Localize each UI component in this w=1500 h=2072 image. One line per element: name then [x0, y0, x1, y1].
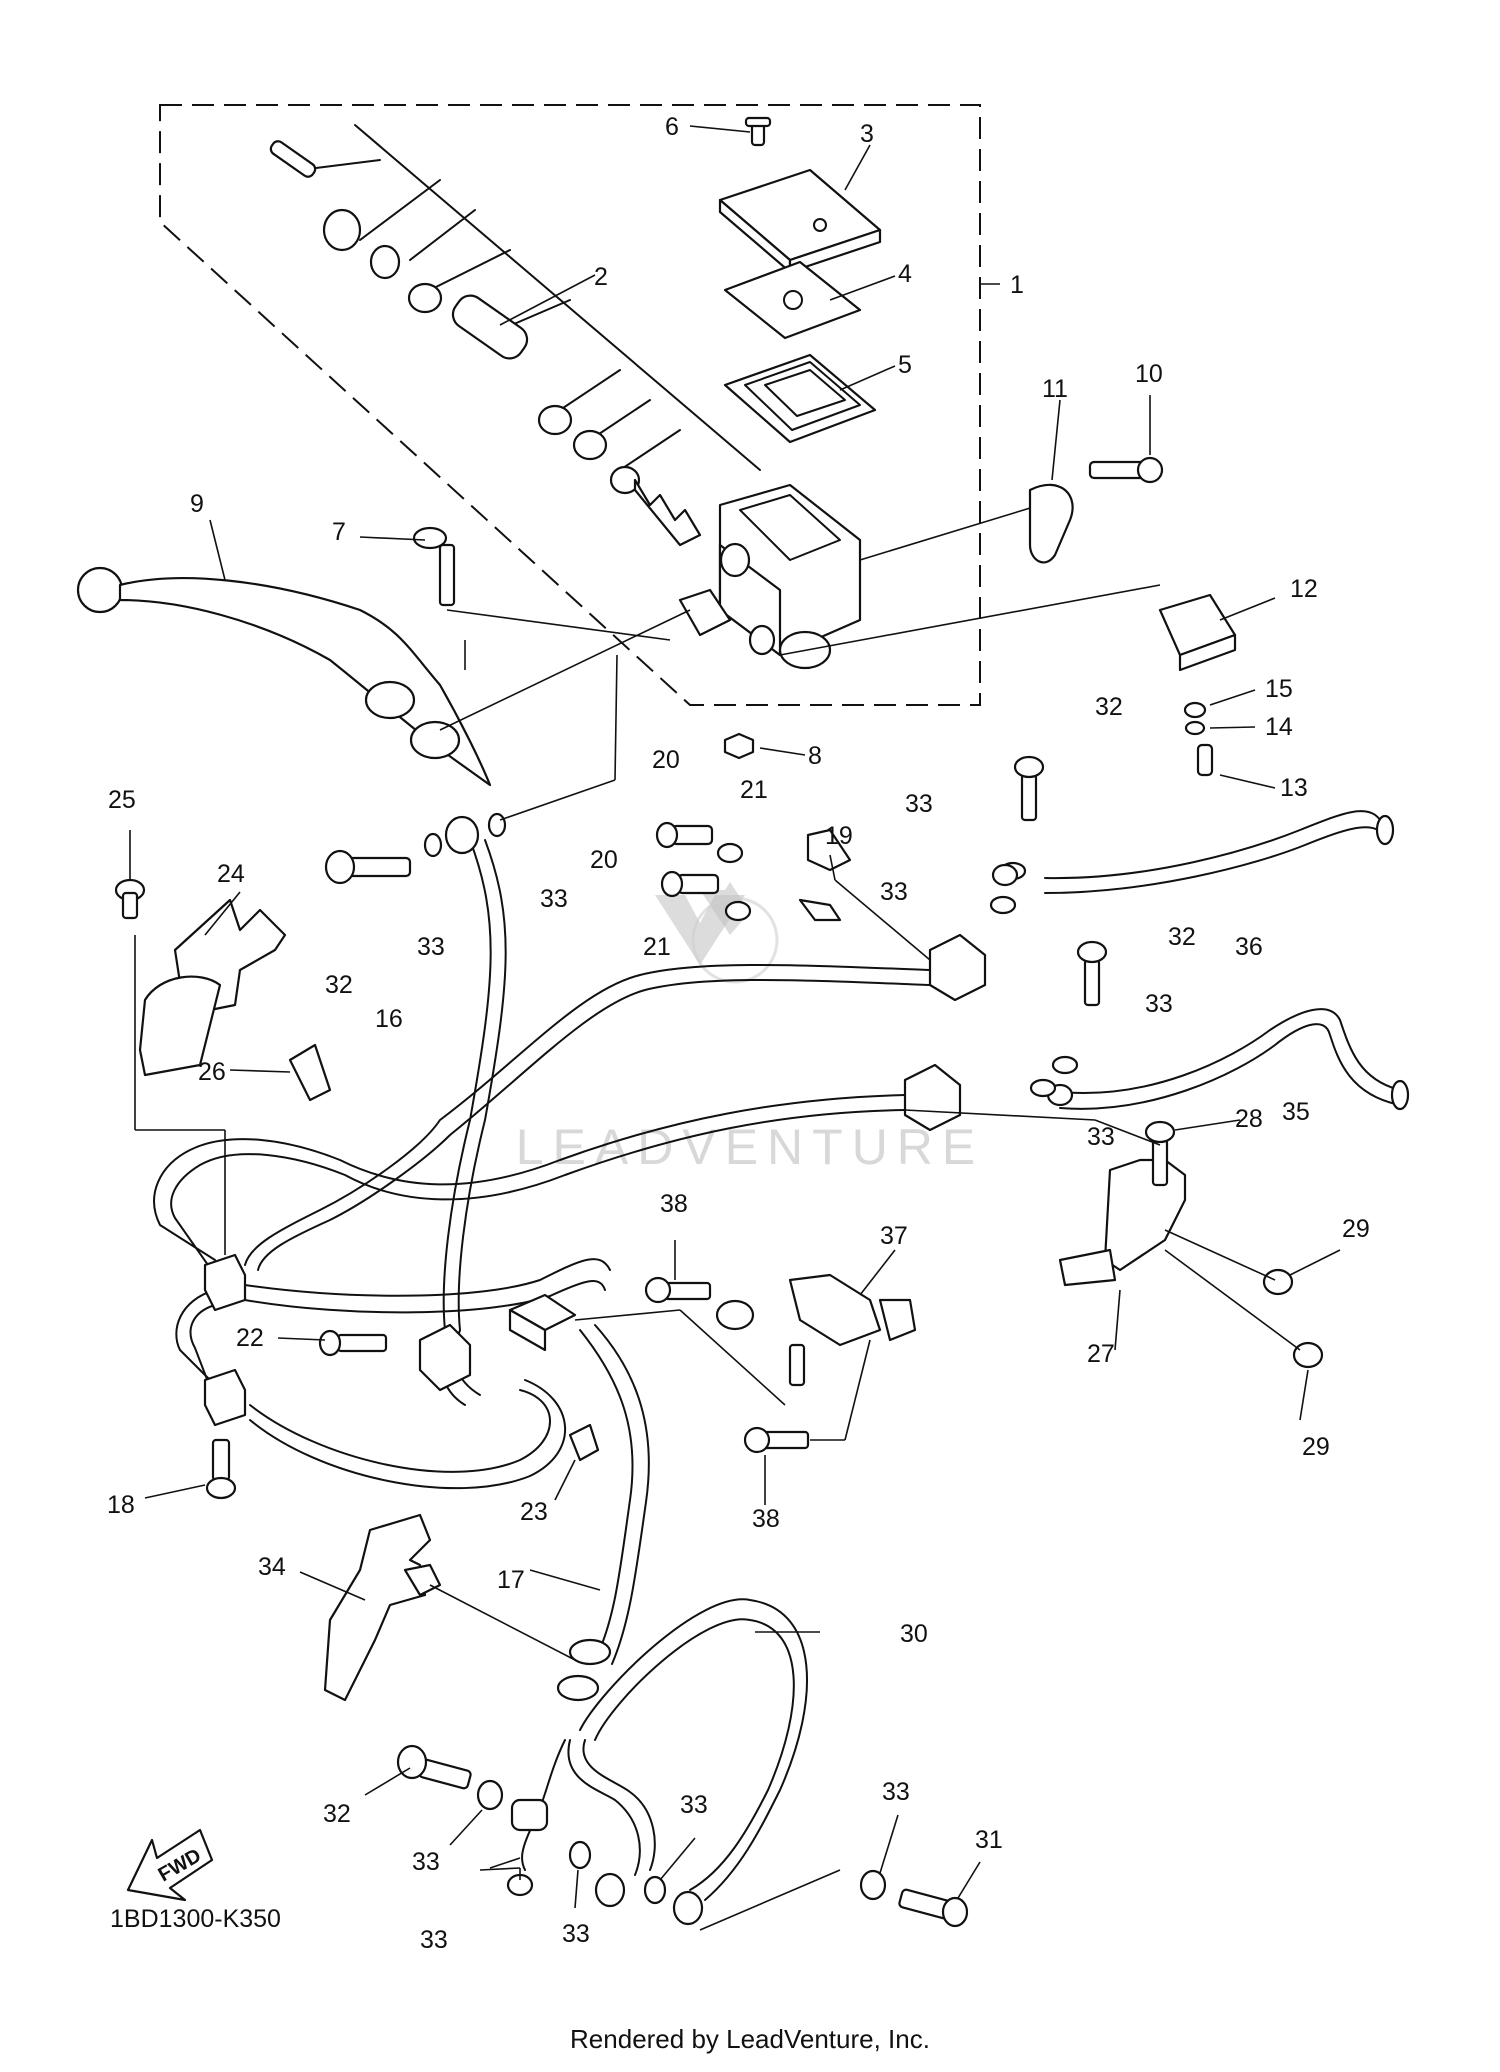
callout-6: 6	[665, 113, 679, 141]
right-bolts-washers[interactable]	[655, 755, 1410, 1111]
callout-12: 12	[1290, 575, 1318, 603]
handlebar-holder[interactable]	[1028, 456, 1164, 564]
hose-guide[interactable]	[644, 1273, 917, 1454]
brake-hoses[interactable]	[244, 810, 1401, 1901]
callout-7: 7	[332, 518, 346, 546]
joint-blocks[interactable]	[203, 828, 987, 1500]
watermark-logo-icon	[655, 882, 779, 984]
callout-33c: 33	[1145, 990, 1173, 1018]
callout-32d: 32	[323, 1800, 351, 1828]
lever-pivot-bolt[interactable]	[412, 526, 456, 607]
callout-20b: 20	[590, 846, 618, 874]
hose-bracket-right[interactable]	[1058, 1120, 1324, 1369]
callout-9: 9	[190, 490, 204, 518]
brake-lever[interactable]	[76, 566, 732, 787]
callout-32a: 32	[1095, 693, 1123, 721]
callout-19: 19	[825, 822, 853, 850]
callout-10: 10	[1135, 360, 1163, 388]
callout-38a: 38	[660, 1190, 688, 1218]
lower-banjo-fittings[interactable]	[396, 1638, 969, 1928]
callout-33h: 33	[420, 1926, 448, 1954]
hose-clamp[interactable]	[568, 1423, 600, 1462]
callout-3: 3	[860, 120, 874, 148]
callout-18: 18	[107, 1491, 135, 1519]
callout-15: 15	[1265, 675, 1293, 703]
piston-kit-guide-lines	[299, 124, 761, 471]
callout-21b: 21	[643, 933, 671, 961]
callout-1: 1	[1010, 271, 1024, 299]
callout-34: 34	[258, 1553, 286, 1581]
callout-33e: 33	[540, 885, 568, 913]
reservoir-cap-set[interactable]	[718, 116, 882, 444]
callout-17: 17	[497, 1566, 525, 1594]
callout-leaders-lower	[364, 1569, 981, 1931]
callout-32c: 32	[325, 971, 353, 999]
callout-8: 8	[808, 742, 822, 770]
callout-14: 14	[1265, 713, 1293, 741]
lever-pivot-nut[interactable]	[723, 732, 755, 760]
callout-16: 16	[375, 1005, 403, 1033]
callout-25: 25	[108, 786, 136, 814]
callout-26: 26	[198, 1058, 226, 1086]
master-cylinder-body[interactable]	[718, 483, 862, 670]
callout-21a: 21	[740, 776, 768, 804]
callout-38b: 38	[752, 1505, 780, 1533]
callout-leaders	[209, 125, 1276, 789]
callout-33a: 33	[905, 790, 933, 818]
callout-29b: 29	[1302, 1433, 1330, 1461]
callout-33j: 33	[680, 1791, 708, 1819]
callout-37: 37	[880, 1222, 908, 1250]
callout-24: 24	[217, 860, 245, 888]
callout-4: 4	[898, 260, 912, 288]
callout-20a: 20	[652, 746, 680, 774]
piston-kit[interactable]	[269, 139, 702, 547]
brake-pipes[interactable]	[153, 964, 931, 1401]
callout-31: 31	[975, 1826, 1003, 1854]
callout-33i: 33	[562, 1920, 590, 1948]
callout-27: 27	[1087, 1340, 1115, 1368]
callout-30: 30	[900, 1620, 928, 1648]
callout-5: 5	[898, 351, 912, 379]
callout-33f: 33	[417, 933, 445, 961]
hose-bracket-left[interactable]	[114, 878, 332, 1102]
fwd-arrow-icon: FWD	[126, 1828, 214, 1902]
callout-33d: 33	[1087, 1123, 1115, 1151]
render-credit: Rendered by LeadVenture, Inc.	[570, 2024, 930, 2054]
lower-hose-bracket[interactable]	[323, 1513, 442, 1702]
callout-23: 23	[520, 1498, 548, 1526]
assembly-group-outline	[159, 104, 981, 706]
callout-33b: 33	[880, 878, 908, 906]
upper-banjo-fittings[interactable]	[324, 812, 507, 885]
callout-2: 2	[594, 263, 608, 291]
callout-numbers: 1 2 3 4 5 6 7 8 9 10 11 12 13 14 15 16 1…	[107, 113, 1370, 1954]
callout-22: 22	[236, 1324, 264, 1352]
callout-33g: 33	[412, 1848, 440, 1876]
callout-33k: 33	[882, 1778, 910, 1806]
front-stop-switch[interactable]	[1158, 593, 1237, 777]
callout-36: 36	[1235, 933, 1263, 961]
diagram-code: 1BD1300-K350	[110, 1905, 281, 1933]
callout-11: 11	[1042, 375, 1068, 403]
callout-32b: 32	[1168, 923, 1196, 951]
callout-35: 35	[1282, 1098, 1310, 1126]
callout-13: 13	[1280, 774, 1308, 802]
callout-28: 28	[1235, 1105, 1263, 1133]
callout-29a: 29	[1342, 1215, 1370, 1243]
